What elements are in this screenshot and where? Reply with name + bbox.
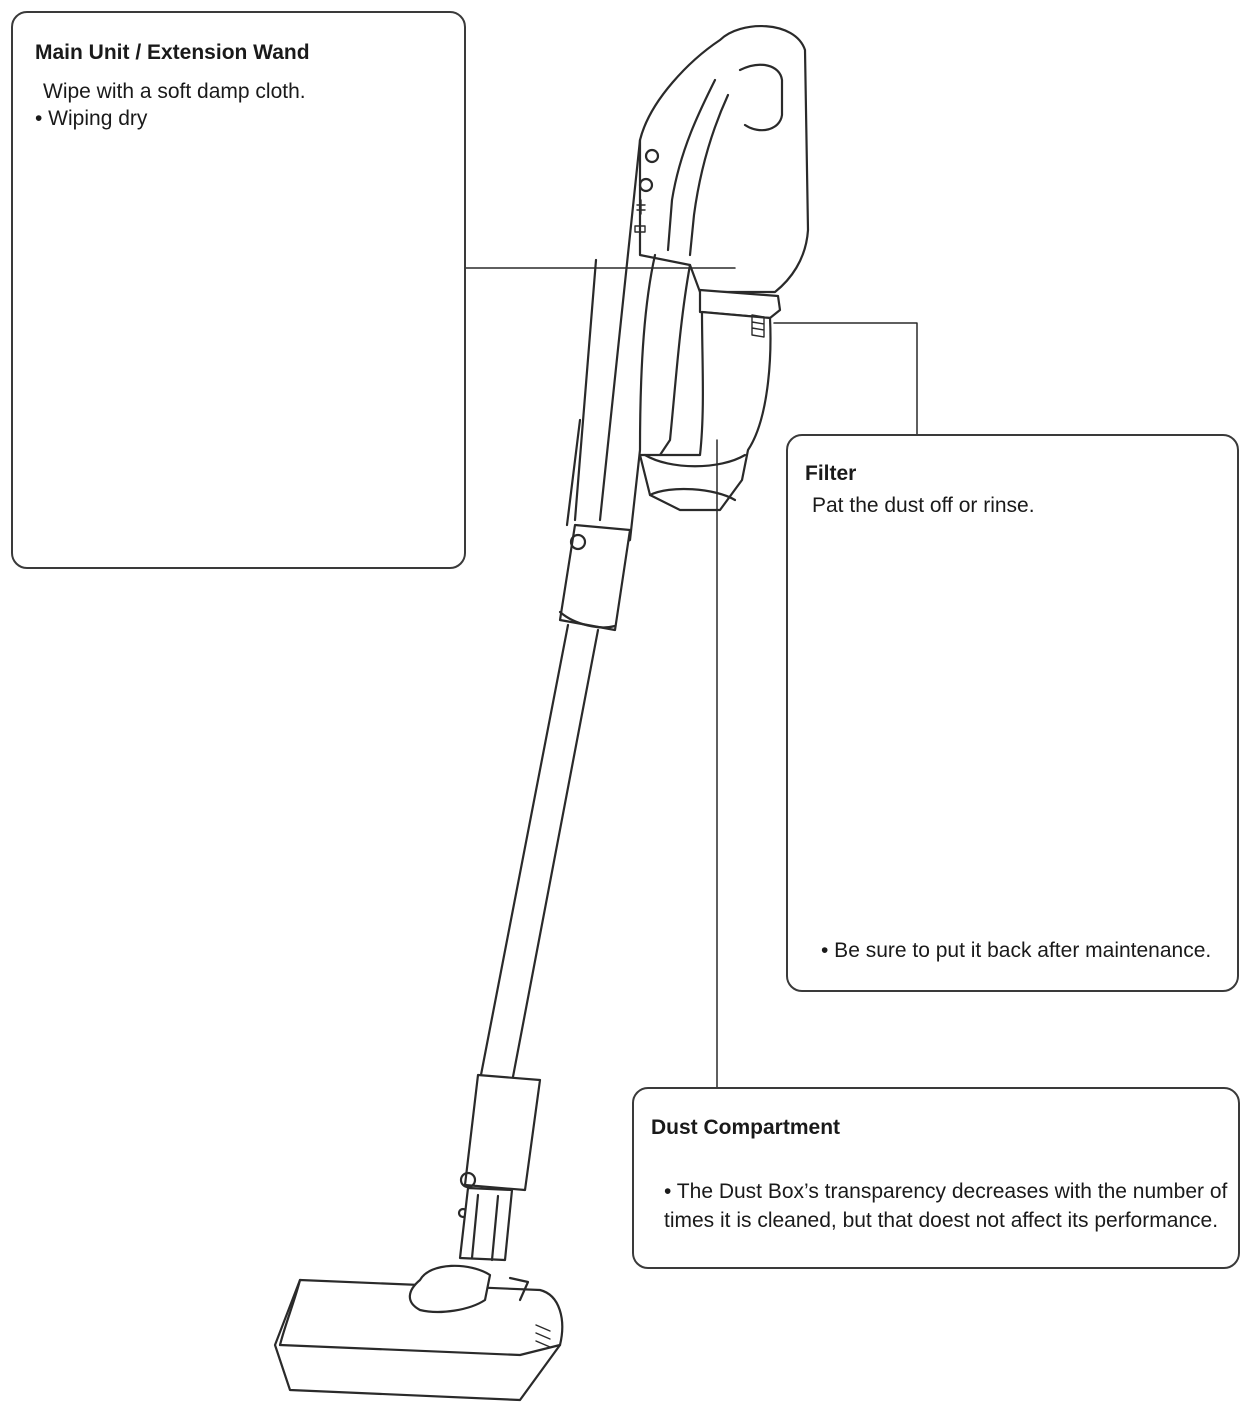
callout-main-unit: Main Unit / Extension Wand Wipe with a s…	[11, 11, 466, 569]
leader-filter	[774, 323, 917, 434]
callout-dust-compartment: Dust Compartment • The Dust Box’s transp…	[632, 1087, 1240, 1269]
callout-dust-title: Dust Compartment	[651, 1116, 840, 1140]
callout-main-unit-instruction: Wipe with a soft damp cloth.	[43, 77, 306, 107]
callout-filter-title: Filter	[805, 462, 856, 486]
callout-filter: Filter Pat the dust off or rinse. • Be s…	[786, 434, 1239, 992]
callout-main-unit-bullet: • Wiping dry	[35, 104, 147, 134]
callout-main-unit-title: Main Unit / Extension Wand	[35, 41, 310, 65]
callout-filter-instruction: Pat the dust off or rinse.	[812, 491, 1035, 521]
callout-dust-note: • The Dust Box’s transparency decreases …	[664, 1177, 1234, 1235]
handle	[640, 26, 808, 292]
dust-box	[640, 312, 770, 510]
callout-filter-note: • Be sure to put it back after maintenan…	[821, 936, 1221, 966]
extension-wand	[480, 625, 598, 1082]
